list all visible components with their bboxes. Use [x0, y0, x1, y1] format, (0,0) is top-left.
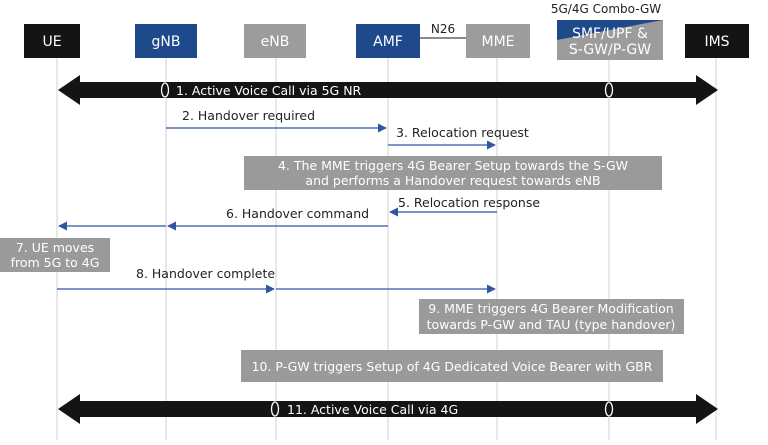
step-2-handover-required: 2. Handover required [166, 108, 387, 133]
call-anchor-combo-gw-4g [604, 401, 614, 417]
step-1-voice-call-bar: 1. Active Voice Call via 5G NR [58, 75, 718, 105]
step-3-label: 3. Relocation request [396, 125, 529, 140]
step-4-note: 4. The MME triggers 4G Bearer Setup towa… [244, 156, 662, 190]
entity-mme-label: MME [481, 34, 514, 50]
entity-gnb-label: gNB [152, 34, 181, 50]
entity-amf: AMF [356, 24, 420, 58]
entity-combo-gw-label-line1: SMF/UPF & [572, 26, 648, 42]
entity-combo-gw-label-line2: S-GW/P-GW [569, 42, 651, 58]
entity-ue: UE [24, 24, 80, 58]
step-8-label: 8. Handover complete [136, 266, 275, 281]
step-9-label-line2: towards P-GW and TAU (type handover) [427, 317, 676, 332]
entity-headers: UE gNB eNB AMF N26 MME 5G/4G Combo-GW SM… [24, 2, 749, 60]
lifelines [56, 58, 717, 440]
call-anchor-enb [270, 401, 280, 417]
entity-enb-label: eNB [261, 34, 290, 50]
step-4-label-line1: 4. The MME triggers 4G Bearer Setup towa… [278, 158, 628, 173]
entity-gnb: gNB [135, 24, 197, 58]
entity-ims: IMS [685, 24, 749, 58]
step-3-relocation-request: 3. Relocation request [388, 125, 529, 150]
step-6-label: 6. Handover command [226, 206, 369, 221]
entity-amf-label: AMF [373, 34, 403, 50]
step-5-relocation-response: 5. Relocation response [389, 195, 540, 217]
call-anchor-gnb [160, 82, 170, 98]
step-11-voice-call-bar: 11. Active Voice Call via 4G [58, 394, 718, 424]
step-7-note: 7. UE moves from 5G to 4G [0, 238, 110, 272]
step-2-label: 2. Handover required [182, 108, 315, 123]
step-6-handover-command: 6. Handover command [58, 206, 388, 231]
step-9-label-line1: 9. MME triggers 4G Bearer Modification [428, 301, 673, 316]
call-anchor-combo-gw [604, 82, 614, 98]
step-10-note: 10. P-GW triggers Setup of 4G Dedicated … [241, 350, 663, 382]
step-1-label: 1. Active Voice Call via 5G NR [176, 83, 362, 98]
step-7-label-line1: 7. UE moves [16, 240, 94, 255]
step-10-label: 10. P-GW triggers Setup of 4G Dedicated … [252, 359, 653, 374]
entity-ue-label: UE [42, 34, 61, 50]
step-8-handover-complete: 8. Handover complete [57, 266, 496, 294]
step-11-label: 11. Active Voice Call via 4G [287, 402, 458, 417]
n26-label: N26 [431, 22, 455, 36]
combo-gw-label: 5G/4G Combo-GW [551, 2, 661, 16]
step-5-label: 5. Relocation response [398, 195, 540, 210]
entity-enb: eNB [244, 24, 306, 58]
step-4-label-line2: and performs a Handover request towards … [305, 173, 600, 188]
step-9-note: 9. MME triggers 4G Bearer Modification t… [419, 299, 684, 334]
entity-ims-label: IMS [704, 34, 729, 50]
entity-mme: MME [466, 24, 530, 58]
step-7-label-line2: from 5G to 4G [11, 255, 100, 270]
entity-combo-gw: SMF/UPF & S-GW/P-GW [557, 20, 663, 60]
